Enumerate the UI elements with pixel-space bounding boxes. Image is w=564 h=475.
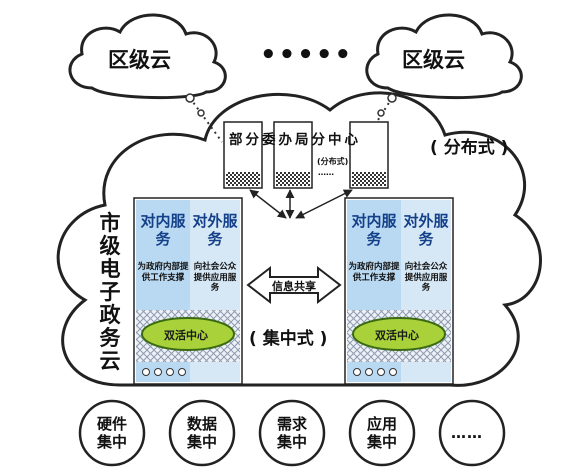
circle-more [438, 399, 506, 467]
distributed-sub-label: (分布式) [317, 157, 349, 166]
left-external-desc: 向社会公众提供应用服务 [193, 262, 237, 293]
info-share-arrow [246, 265, 342, 305]
right-internal-desc: 为政府内部提供工作支撑 [348, 262, 400, 283]
distributed-label: ( 分布式 ) [430, 138, 509, 158]
datacenter-left [133, 197, 243, 385]
connector-bubble [387, 93, 397, 103]
circle-demand [258, 399, 326, 467]
circle-application-label: 应用集中 [366, 415, 397, 451]
left-internal-desc: 为政府内部提供工作支撑 [137, 262, 189, 283]
datacenter-right [344, 197, 454, 385]
connector-bubble [377, 109, 385, 117]
connector-bubble [197, 109, 205, 117]
circle-hardware [78, 399, 146, 467]
info-share-label: 信息共享 [272, 280, 316, 293]
right-active-center-label: 双活中心 [375, 329, 419, 342]
left-active-center-label: 双活中心 [164, 329, 208, 342]
district-cloud-right-label: 区级云 [402, 48, 465, 72]
circle-data-label: 数据集中 [186, 415, 217, 451]
department-center-label: 部分委办局分中心 [229, 132, 361, 148]
arrow-server-1 [249, 189, 287, 219]
distributed-dots: …… [318, 168, 334, 177]
server-box-3 [349, 121, 389, 189]
clouds-ellipsis: ••••• [260, 40, 354, 70]
district-cloud-right [365, 13, 523, 100]
server-box-2 [273, 121, 313, 189]
district-cloud-left-label: 区级云 [108, 48, 171, 72]
circle-data [168, 399, 236, 467]
district-cloud-left [68, 13, 227, 100]
right-external-title: 对外服务 [403, 212, 449, 248]
connector-bubble [185, 93, 195, 103]
arrow-server-3 [295, 189, 353, 219]
right-external-desc: 向社会公众提供应用服务 [404, 262, 448, 293]
circle-more-label: …… [451, 424, 483, 442]
city-cloud-label: 市级电子政务云 [99, 211, 121, 373]
left-external-title: 对外服务 [192, 212, 238, 248]
centralized-label: ( 集中式 ) [249, 329, 328, 349]
right-internal-title: 对内服务 [351, 212, 397, 248]
circle-demand-label: 需求集中 [276, 415, 307, 451]
server-box-1 [223, 121, 263, 189]
circle-hardware-label: 硬件集中 [96, 415, 127, 451]
circle-application [348, 399, 416, 467]
left-internal-title: 对内服务 [140, 212, 186, 248]
